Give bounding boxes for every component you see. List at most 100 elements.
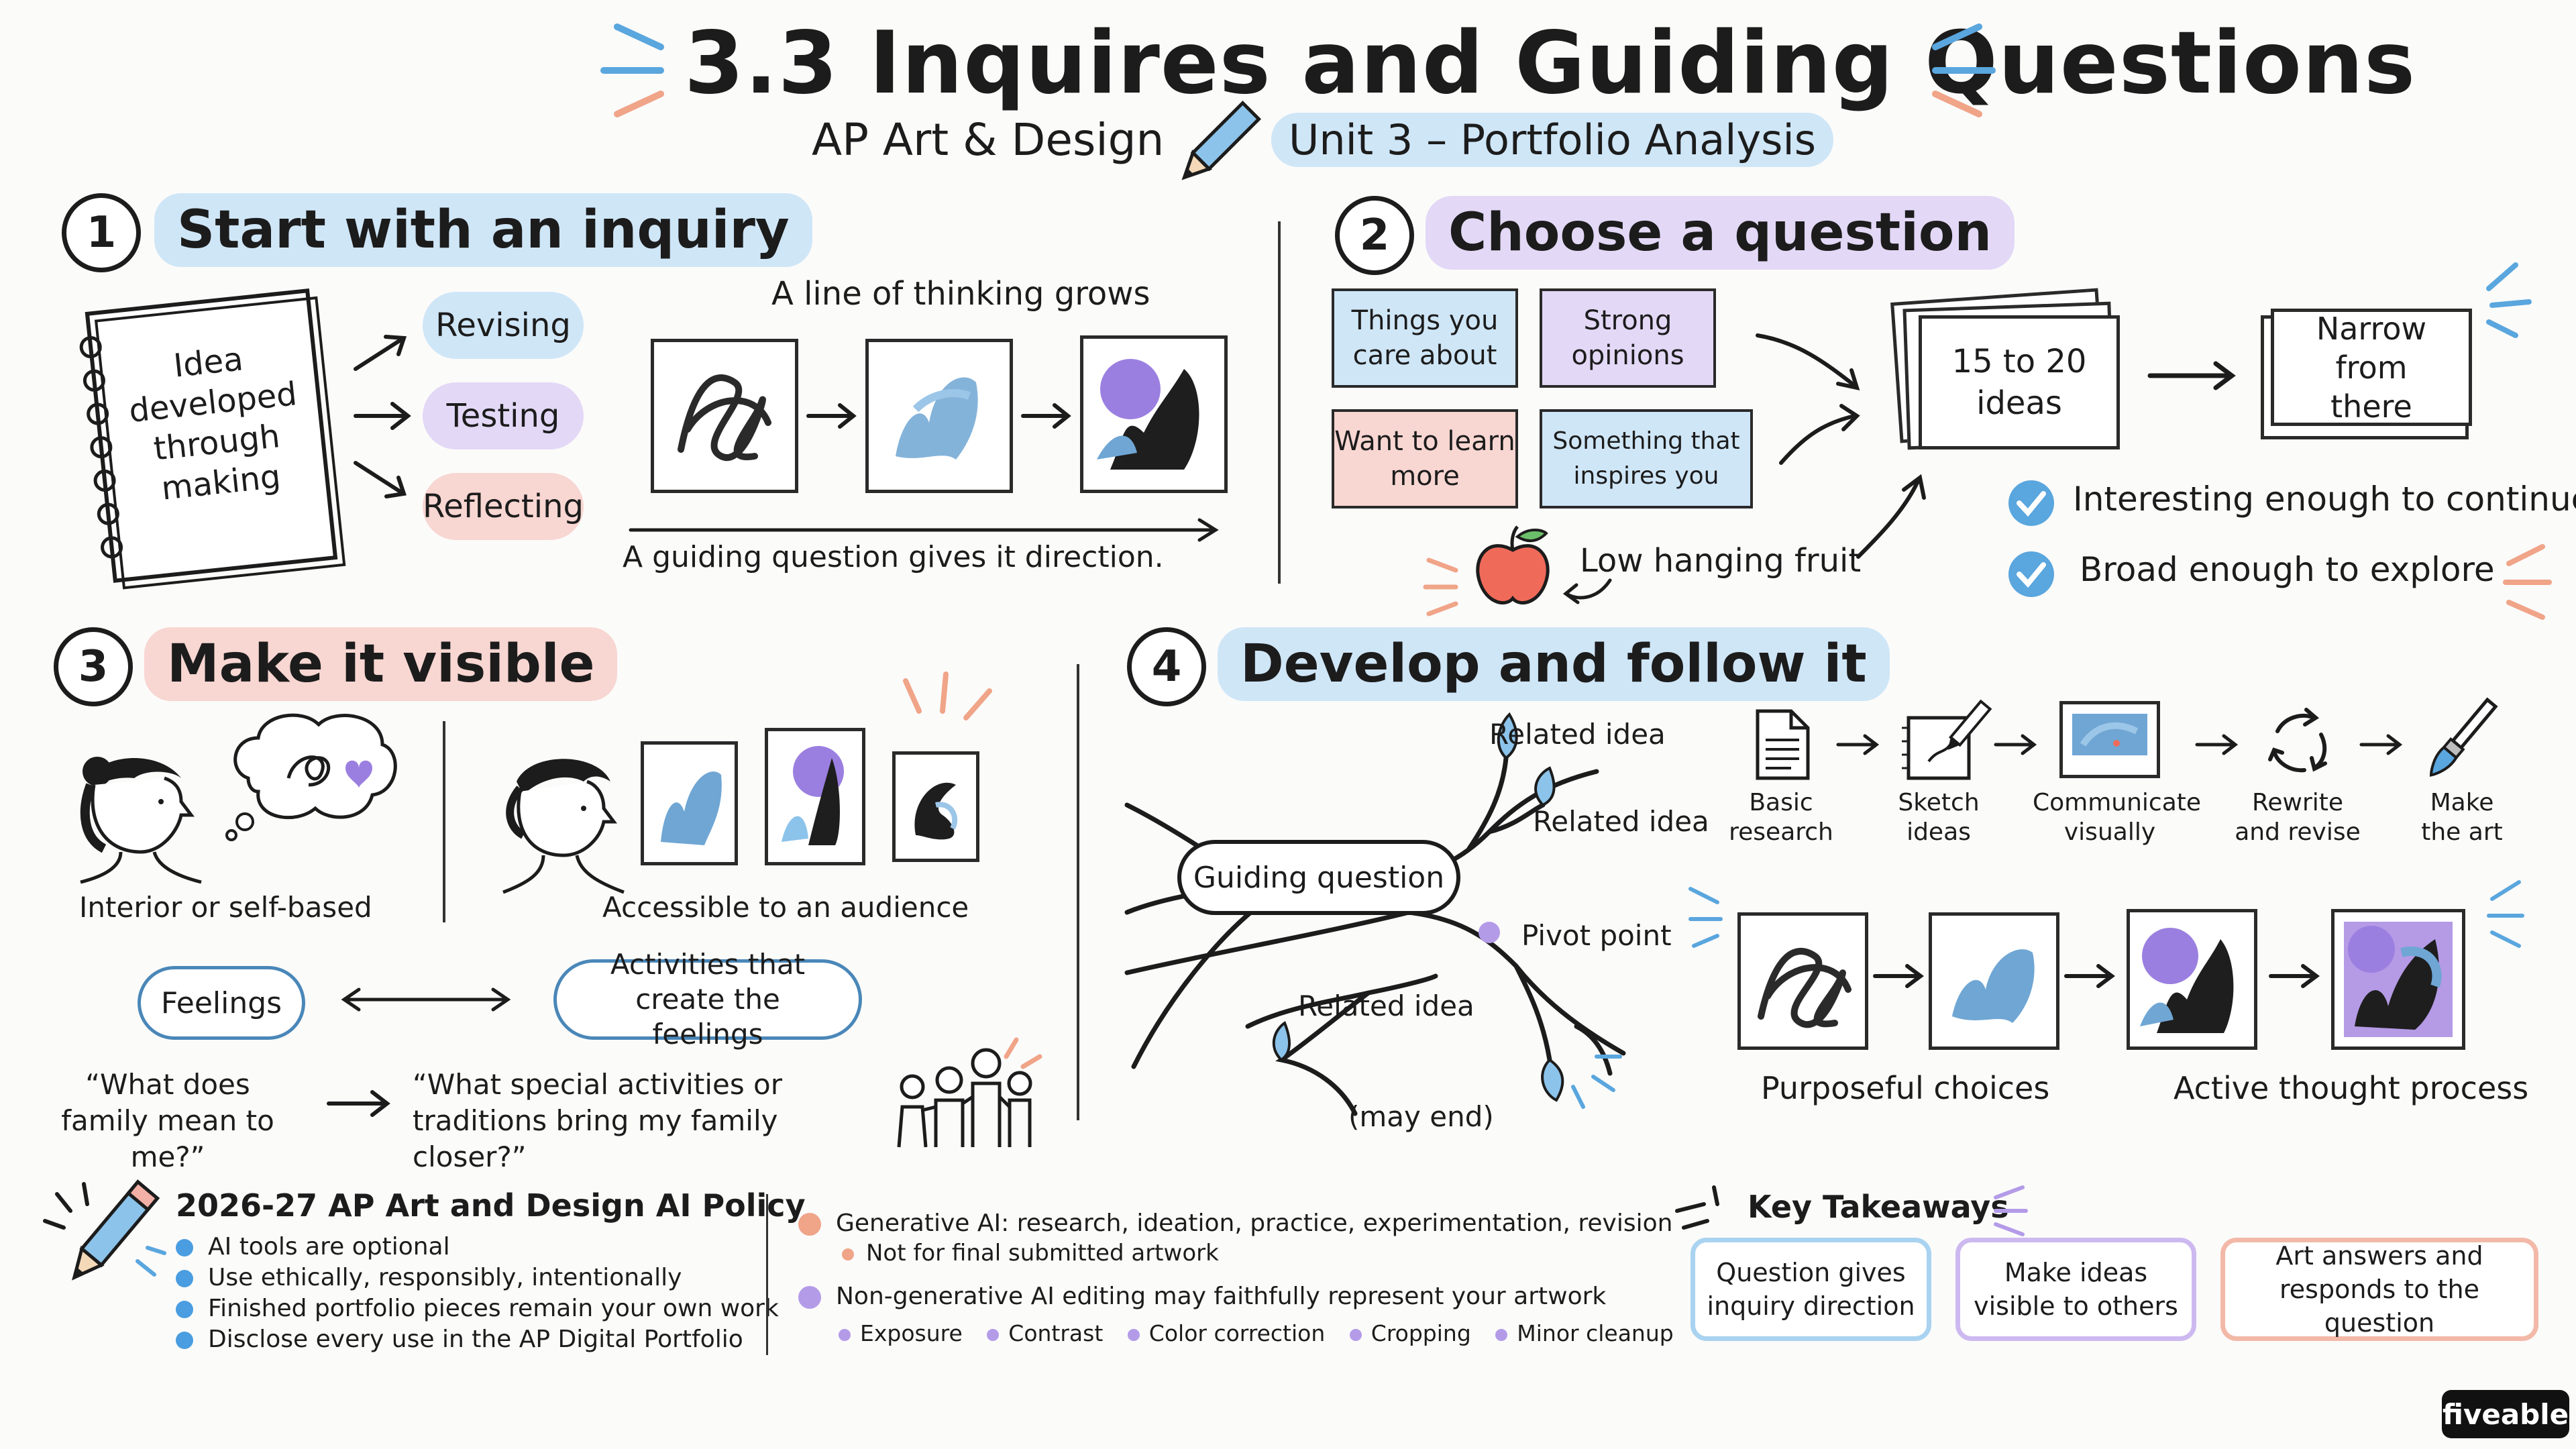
item-color-correction: Color correction: [1148, 1320, 1326, 1346]
step-make-the-art: Make the art: [2421, 789, 2503, 846]
takeaways-title: Key Takeaways: [1748, 1189, 2009, 1225]
section-2-number: 2: [1335, 196, 1414, 275]
frame-arrows: [806, 403, 1071, 429]
course-subtitle: AP Art & Design: [812, 114, 1165, 166]
thought-bubble-icon: [225, 713, 397, 841]
low-hanging-fruit-label: Low hanging fruit: [1580, 542, 1862, 580]
policy-pencil-icon: [43, 1179, 166, 1281]
ideas-to-narrow-arrow: [2147, 361, 2236, 390]
gallery-art-purple: [765, 728, 865, 865]
narrow-card: Narrow from there: [2271, 309, 2472, 426]
notebook-text: Idea developed through making: [127, 340, 299, 508]
title-sparkle-right: [1932, 23, 1996, 117]
ideas-card: 15 to 20 ideas: [1919, 315, 2120, 449]
fruit-to-ideas-arrow: [1856, 474, 1926, 559]
policy-generative-sub: Not for final submitted artwork: [842, 1240, 1219, 1267]
policy-bullet-4: Disclose every use in the AP Digital Por…: [176, 1326, 743, 1353]
revise-cycle-icon: [2268, 708, 2327, 773]
bullet-text: Disclose every use in the AP Digital Por…: [208, 1326, 743, 1353]
tree-may-end: (may end): [1348, 1100, 1494, 1133]
art-frame-dark-figure: [1080, 335, 1228, 493]
bullet-dot: [798, 1286, 821, 1309]
feelings-oval: Feelings: [138, 966, 305, 1040]
bullet-dot: [839, 1328, 851, 1341]
check-icon-2: [2008, 551, 2054, 597]
progress-sparkle-left: [1688, 887, 1723, 948]
bullet-text: Use ethically, responsibly, intentionall…: [208, 1264, 682, 1291]
policy-generative: Generative AI: research, ideation, pract…: [798, 1210, 1672, 1237]
step-basic-research: Basic research: [1729, 789, 1833, 846]
takeaway-make-visible: Make ideas visible to others: [1955, 1238, 2196, 1341]
card-want-to-learn-more: Want to learn more: [1332, 409, 1518, 508]
policy-bullet-2: Use ethically, responsibly, intentionall…: [176, 1264, 682, 1291]
policy-nongenerative: Non-generative AI editing may faithfully…: [798, 1283, 1606, 1310]
apple-icon: [1476, 525, 1550, 605]
title-sparkle-left: [600, 23, 664, 117]
divider-s3-s4: [1077, 664, 1079, 1120]
bullet-text: AI tools are optional: [208, 1233, 450, 1260]
progress-art-4: [2331, 909, 2465, 1050]
card-things-you-care-about: Things you care about: [1332, 288, 1518, 388]
bullet-dot: [176, 1270, 193, 1287]
check-icon-1: [2008, 480, 2054, 526]
line-of-thinking-caption: A guiding question gives it direction.: [623, 540, 1164, 574]
person-thinking-icon: [80, 757, 202, 884]
takeaways-sparkle-right: [1994, 1185, 2028, 1236]
policy-title: 2026-27 AP Art and Design AI Policy: [176, 1187, 806, 1224]
narrow-sparkle: [2486, 262, 2532, 338]
arrows-to-pills: [354, 335, 411, 498]
step-sketch-ideas: Sketch ideas: [1898, 789, 1980, 846]
pill-revising: Revising: [423, 292, 584, 359]
audience-label: Accessible to an audience: [602, 891, 969, 924]
section-4-title: Develop and follow it: [1218, 627, 1890, 701]
person-viewer-icon: [502, 759, 625, 894]
gallery-art-blue: [641, 741, 738, 865]
item-cropping: Cropping: [1371, 1320, 1471, 1346]
bullet-text: Generative AI: research, ideation, pract…: [836, 1210, 1673, 1237]
card-strong-opinions: Strong opinions: [1540, 288, 1716, 388]
progress-arrows: [1873, 964, 2320, 988]
bullet-dot: [176, 1332, 193, 1349]
family-icon: [897, 1037, 1042, 1148]
pill-testing: Testing: [423, 382, 584, 449]
direction-arrow: [629, 518, 1219, 542]
page-title: 3.3 Inquires and Guiding Questions: [684, 13, 2416, 113]
active-thought-label: Active thought process: [2174, 1070, 2529, 1106]
paintbrush-icon: [2429, 697, 2498, 777]
notebook-icon: [79, 288, 346, 590]
question-arrow: [327, 1090, 390, 1117]
bullet-dot: [987, 1328, 1000, 1341]
tree-related-idea-1: Related idea: [1489, 718, 1666, 751]
brand-logo: fiveable: [2442, 1390, 2569, 1438]
section-1-title: Start with an inquiry: [154, 193, 812, 267]
low-fruit-curl-arrow: [1562, 578, 1612, 604]
section-1-number: 1: [62, 193, 141, 272]
section-4-number: 4: [1127, 627, 1206, 706]
bullet-dot: [1127, 1328, 1140, 1341]
item-exposure: Exposure: [860, 1320, 963, 1346]
section-3-number: 3: [54, 627, 133, 706]
bullet-text: Non-generative AI editing may faithfully…: [836, 1283, 1607, 1310]
art-frame-scribble: [651, 339, 798, 493]
progress-art-3: [2127, 909, 2257, 1050]
check-interesting: Interesting enough to continue: [2073, 480, 2576, 519]
takeaways-sparkle-left: [1675, 1185, 1719, 1230]
guiding-question-oval: Guiding question: [1177, 840, 1460, 915]
policy-bullet-1: AI tools are optional: [176, 1233, 450, 1260]
question-family-activities: “What special activities or traditions b…: [413, 1068, 783, 1173]
takeaway-art-answers: Art answers and responds to the question: [2220, 1238, 2538, 1341]
divider-policy: [766, 1194, 768, 1355]
item-contrast: Contrast: [1008, 1320, 1104, 1346]
unit-subtitle: Unit 3 – Portfolio Analysis: [1271, 113, 1833, 167]
bullet-dot: [176, 1239, 193, 1256]
tree-related-idea-3: Related idea: [1298, 989, 1474, 1022]
gallery-sparkle: [903, 672, 992, 720]
progress-art-2: [1929, 912, 2059, 1050]
progress-sparkle-right: [2487, 880, 2524, 948]
pill-reflecting: Reflecting: [423, 473, 584, 540]
divider-s3-inner: [443, 721, 445, 922]
process-arrows: [1836, 734, 2403, 755]
policy-bullet-3: Finished portfolio pieces remain your ow…: [176, 1295, 779, 1322]
document-icon: [1756, 709, 1810, 780]
apple-sparkle: [1423, 557, 1458, 616]
